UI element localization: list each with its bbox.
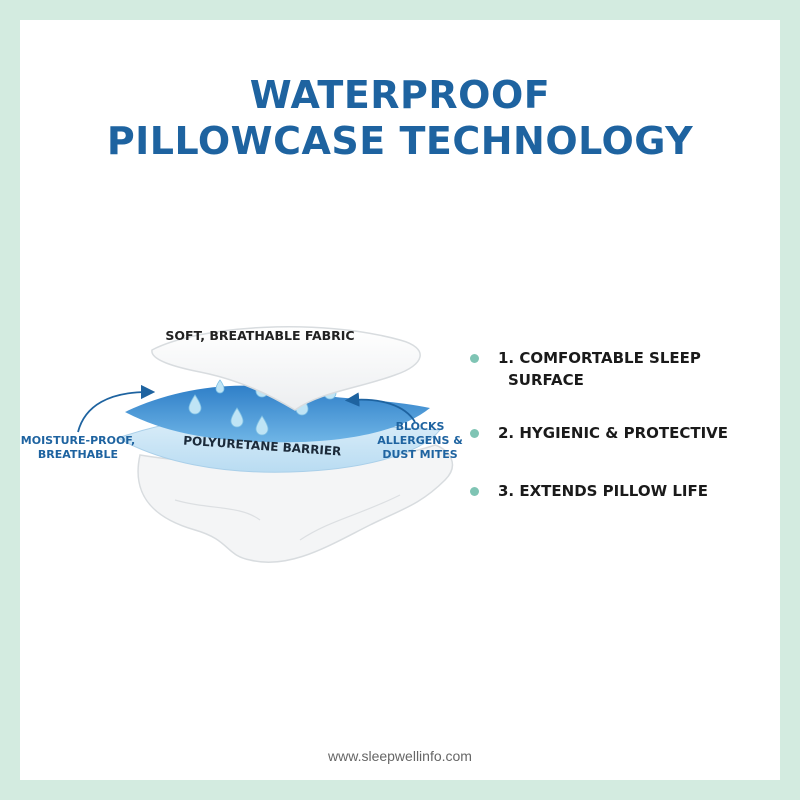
- bullet-dot: [470, 354, 479, 363]
- page-title: WATERPROOF PILLOWCASE TECHNOLOGY: [0, 72, 800, 164]
- right-arrow: [344, 392, 416, 423]
- title-line-1: WATERPROOF: [249, 73, 551, 117]
- fabric-layer: [151, 326, 421, 411]
- benefit-line: SURFACE: [508, 371, 584, 389]
- blocks-label-3: DUST MITES: [382, 448, 457, 461]
- benefit-text: 1. COMFORTABLE SLEEP SURFACE: [498, 347, 778, 391]
- moisture-label-2: BREATHABLE: [38, 448, 118, 461]
- blocks-label-1: BLOCKS: [396, 420, 445, 433]
- footer-url: www.sleepwellinfo.com: [328, 748, 472, 764]
- benefit-line: 1. COMFORTABLE SLEEP: [498, 349, 701, 367]
- benefit-text: 2. HYGIENIC & PROTECTIVE: [498, 424, 729, 442]
- bullet-dot: [470, 429, 479, 438]
- benefit-text: 3. EXTENDS PILLOW LIFE: [498, 482, 708, 500]
- blocks-label-2: ALLERGENS &: [377, 434, 463, 447]
- left-arrow: [77, 384, 156, 433]
- infographic-card: [20, 20, 780, 780]
- bullet-dot: [470, 487, 479, 496]
- moisture-label-1: MOISTURE-PROOF,: [21, 434, 135, 447]
- title-line-2: PILLOWCASE TECHNOLOGY: [106, 119, 694, 163]
- fabric-label: SOFT, BREATHABLE FABRIC: [165, 328, 354, 343]
